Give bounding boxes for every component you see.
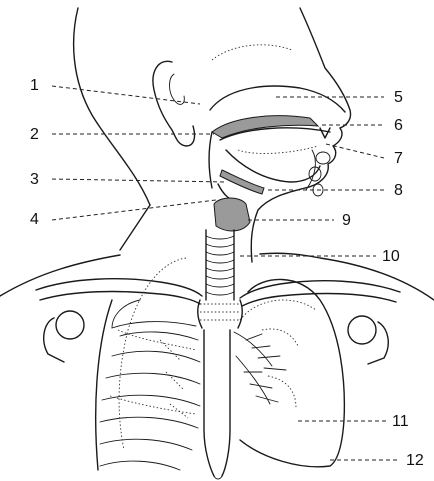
callout-8: 8 [394,182,403,199]
larynx-drawing [214,198,250,231]
callout-12: 12 [406,452,424,469]
leader-4 [52,200,216,220]
ear-drawing [153,61,195,146]
callout-5: 5 [394,89,403,106]
lung-drawing [234,279,344,466]
leader-1 [52,86,200,104]
callout-2: 2 [30,126,39,143]
rib-cage [96,300,200,470]
callout-3: 3 [30,171,39,188]
leader-lines [52,86,400,460]
trachea-drawing [198,230,242,328]
callout-11: 11 [392,413,409,430]
callout-9: 9 [342,212,351,229]
callout-4: 4 [30,211,39,228]
esophagus-drawing [204,330,230,479]
callout-7: 7 [394,150,403,167]
leader-3 [52,179,226,182]
shoulders-clavicles [0,253,434,306]
callout-6: 6 [394,117,403,134]
callout-1: 1 [30,77,39,94]
callout-10: 10 [382,248,400,265]
pharynx-drawing [209,132,264,202]
